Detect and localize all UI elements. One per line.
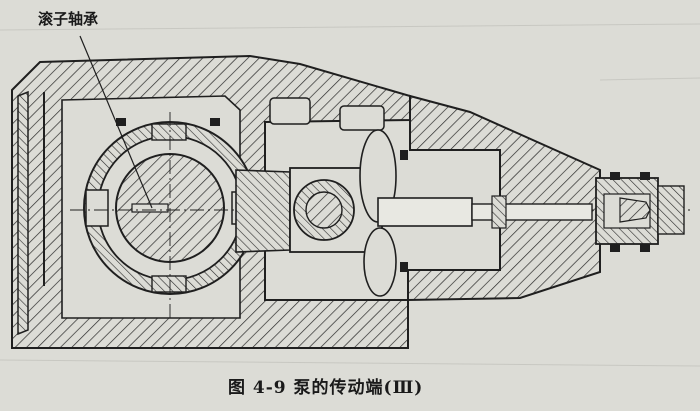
lube-passage-lower <box>363 227 397 297</box>
extension-rod <box>377 197 473 227</box>
stuffing-box <box>595 172 685 252</box>
connecting-rod <box>235 169 291 253</box>
seal-gland <box>491 195 507 229</box>
callout-leader <box>79 35 153 209</box>
end-cover <box>17 90 29 336</box>
figure-caption: 图 4-9 泵的传动端(Ⅲ) <box>228 378 424 398</box>
roller-bearing-label: 滚子轴承 <box>38 10 99 28</box>
background-bleed <box>0 23 700 367</box>
upper-slot-1 <box>269 97 311 125</box>
upper-slot-2 <box>339 105 385 131</box>
housing-bolts <box>116 118 408 272</box>
plunger-rod <box>471 203 593 221</box>
